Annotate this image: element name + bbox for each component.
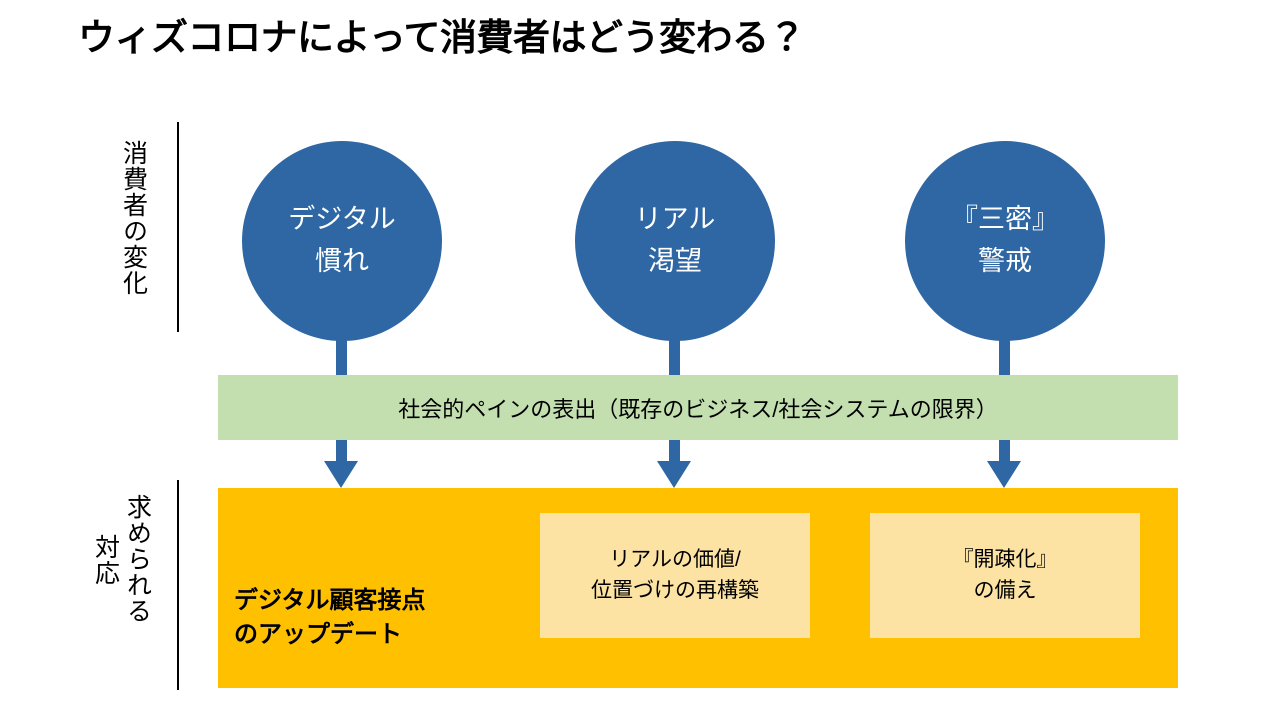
- response-box-real-value[interactable]: リアルの価値/ 位置づけの再構築: [540, 513, 810, 638]
- social-pain-band-label: 社会的ペインの表出（既存のビジネス/社会システムの限界）: [398, 396, 998, 422]
- row-label-required-response-line1: 求められる: [123, 494, 152, 624]
- response-box-1-line1: リアルの価値/: [609, 548, 741, 572]
- connector-stem-lower-2: [669, 440, 680, 463]
- connector-stem-lower-3: [999, 440, 1010, 463]
- axis-rule-top: [177, 122, 179, 332]
- arrow-down-icon-2: [657, 461, 691, 488]
- social-pain-band: 社会的ペインの表出（既存のビジネス/社会システムの限界）: [218, 375, 1178, 440]
- connector-stem-lower-1: [336, 440, 347, 463]
- response-box-1-line2: 位置づけの再構築: [591, 578, 759, 602]
- circle-three-cs-caution[interactable]: 『三密』 警戒: [905, 141, 1105, 341]
- circle-2-line1: リアル: [634, 204, 716, 235]
- circle-digital-familiarity[interactable]: デジタル 慣れ: [242, 141, 442, 341]
- arrow-down-icon-3: [987, 461, 1021, 488]
- circle-3-line2: 警戒: [978, 246, 1032, 276]
- row-label-required-response-line2: 対応: [91, 534, 120, 586]
- circle-1-line2: 慣れ: [315, 246, 369, 276]
- circle-2-line2: 渇望: [648, 246, 702, 276]
- circle-3-line1: 『三密』: [951, 204, 1059, 235]
- row-label-consumer-change: 消費者の変化: [119, 140, 148, 296]
- circle-real-craving[interactable]: リアル 渇望: [575, 141, 775, 341]
- axis-rule-bottom: [177, 480, 179, 690]
- required-response-panel: デジタル顧客接点 のアップデート リアルの価値/ 位置づけの再構築 『開疎化』 …: [218, 488, 1178, 688]
- response-box-2-line2: の備え: [973, 578, 1037, 602]
- page-title: ウィズコロナによって消費者はどう変わる？: [78, 17, 806, 58]
- response-box-2-line1: 『開疎化』: [952, 548, 1058, 572]
- circle-1-line1: デジタル: [288, 204, 396, 235]
- arrow-down-icon-1: [324, 461, 358, 488]
- digital-touchpoint-label: デジタル顧客接点 のアップデート: [234, 587, 426, 649]
- response-box-kaisoka[interactable]: 『開疎化』 の備え: [870, 513, 1140, 638]
